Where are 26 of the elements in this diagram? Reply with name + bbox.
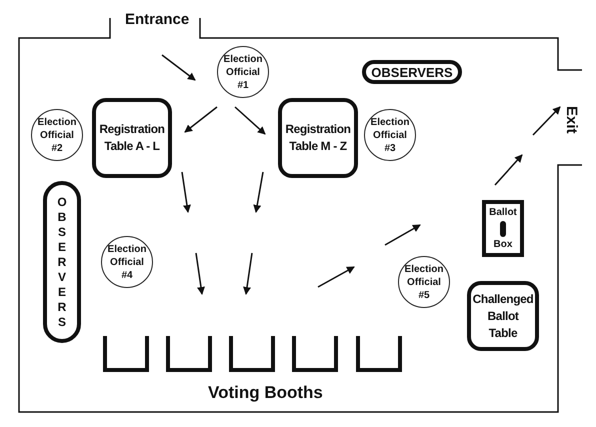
official-circle (217, 46, 269, 98)
ballot-box (482, 200, 524, 257)
box-label: Box (494, 239, 512, 250)
observer-area (43, 181, 81, 343)
official-label: Election Official #4 (106, 242, 148, 282)
official-circle (364, 109, 416, 161)
area-label: OBSERVERS (371, 64, 453, 80)
official-circle (398, 256, 450, 308)
exit-label: Exit (563, 106, 580, 134)
official-circle (101, 236, 153, 288)
official-label: Election Official #1 (222, 52, 264, 92)
table-box (467, 281, 539, 351)
official-circle (31, 109, 83, 161)
entrance-label: Entrance (125, 11, 190, 28)
table-label: Registration Table A - L (98, 121, 166, 155)
observer-area (362, 60, 462, 84)
area-label: OBSERVERS (55, 194, 69, 330)
box-label: Ballot (489, 207, 517, 218)
table-label: Registration Table M - Z (284, 121, 352, 155)
official-label: Election Official #3 (370, 116, 410, 154)
table-box (92, 98, 172, 178)
table-label: Challenged Ballot Table (472, 290, 534, 342)
voting-booths-label: Voting Booths (208, 383, 323, 403)
official-label: Election Official #2 (36, 116, 78, 154)
table-box (278, 98, 358, 178)
official-label: Election Official #5 (404, 262, 444, 302)
